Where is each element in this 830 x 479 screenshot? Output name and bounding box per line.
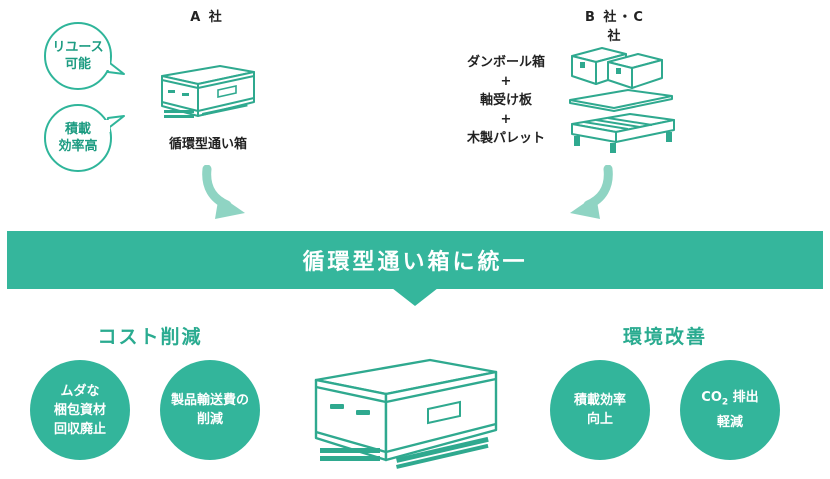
- bearing-board-label: 軸受け板: [479, 93, 532, 108]
- plus-sign: +: [500, 74, 512, 89]
- circle-transport-cost: 製品輸送費の 削減: [160, 360, 260, 460]
- speech-tail-icon: [104, 58, 125, 75]
- co2-line1: CO2 排出: [701, 390, 759, 408]
- cardboard-boxes-icon: [571, 47, 663, 89]
- speech-tail-icon: [104, 115, 125, 132]
- bc-items-list: ダンボール箱 + 軸受け板 + 木製パレット: [456, 53, 556, 148]
- co2-line2: 軽減: [716, 414, 743, 430]
- circle-co2-reduction: CO2 排出 軽減: [680, 360, 780, 460]
- wooden-pallet-icon: [571, 113, 675, 153]
- returnable-box-large-icon: [314, 358, 498, 469]
- returnable-box-label: 循環型通い箱: [168, 137, 247, 152]
- arrow-down-left-icon: [570, 165, 613, 219]
- wooden-pallet-label: 木製パレット: [466, 131, 545, 146]
- cost-reduction-title: コスト削減: [97, 326, 203, 348]
- banner-title: 循環型通い箱に統一: [302, 250, 528, 275]
- arrow-down-right-icon: [202, 165, 245, 219]
- unify-banner: 循環型通い箱に統一: [7, 231, 823, 289]
- speech-bubble-loading-efficiency: 積載 効率高: [44, 104, 112, 172]
- returnable-box-icon: [161, 65, 255, 118]
- circle-packaging-waste: ムダな 梱包資材 回収廃止: [30, 360, 130, 460]
- circle-loading-efficiency: 積載効率 向上: [550, 360, 650, 460]
- company-a-label: A 社: [190, 10, 224, 25]
- banner-pointer: [392, 288, 438, 306]
- speech-bubble-reusable: リユース 可能: [44, 22, 112, 90]
- bearing-board-icon: [569, 89, 673, 112]
- env-improvement-title: 環境改善: [622, 326, 707, 348]
- cardboard-label: ダンボール箱: [466, 55, 545, 70]
- company-bc-label: B 社・C 社: [585, 10, 645, 44]
- plus-sign: +: [500, 112, 512, 127]
